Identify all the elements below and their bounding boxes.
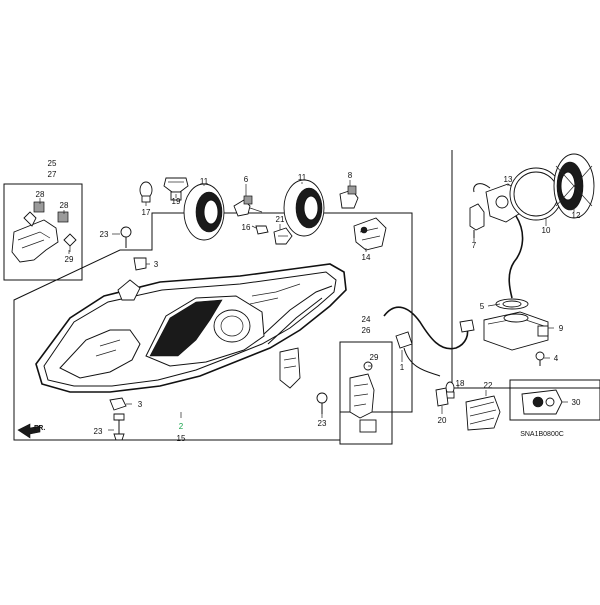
callout-10: 10 — [542, 226, 551, 235]
callout-9: 9 — [559, 324, 564, 333]
callout-27: 27 — [48, 170, 57, 179]
callout-20: 20 — [438, 416, 447, 425]
leveling-motor-14 — [353, 217, 387, 251]
socket-24-26 — [349, 373, 377, 433]
bulb-18 — [445, 381, 455, 399]
callout-16: 16 — [242, 223, 251, 232]
callout-12: 12 — [572, 211, 581, 220]
connector-21 — [273, 227, 293, 245]
callout-23: 23 — [94, 427, 103, 436]
screw-4 — [535, 351, 545, 366]
side-marker-22 — [465, 395, 501, 431]
callout-5: 5 — [480, 302, 485, 311]
bracket-group-box — [3, 183, 83, 281]
marker-socket-30 — [521, 389, 563, 415]
callout-4: 4 — [554, 354, 559, 363]
bulb-6 — [233, 195, 263, 217]
callout-19: 19 — [172, 197, 181, 206]
front-arrow-icon — [17, 423, 41, 439]
callout-8: 8 — [348, 171, 353, 180]
callout-21: 21 — [276, 215, 285, 224]
callout-3: 3 — [154, 260, 159, 269]
callout-23: 23 — [318, 419, 327, 428]
hid-bulb-7 — [469, 203, 485, 238]
front-label: FR. — [34, 425, 45, 432]
diagram-code: SNA1B0800C — [520, 431, 564, 438]
dust-cover-11-right — [283, 179, 325, 237]
callout-29: 29 — [370, 353, 379, 362]
callout-3: 3 — [138, 400, 143, 409]
callout-22: 22 — [484, 381, 493, 390]
socket-box — [339, 341, 393, 445]
headlight-housing — [35, 263, 347, 393]
callout-23: 23 — [100, 230, 109, 239]
callout-14: 14 — [362, 253, 371, 262]
clip-16 — [255, 225, 269, 235]
bulb-8 — [339, 185, 359, 209]
bulb-17 — [139, 181, 153, 203]
callout-15: 15 — [177, 434, 186, 443]
seal-ring-5 — [495, 298, 529, 310]
clip-3-bottom — [109, 397, 127, 411]
dust-cover-12 — [553, 153, 595, 219]
callout-17: 17 — [142, 208, 151, 217]
callout-11: 11 — [200, 177, 209, 186]
callout-26: 26 — [362, 326, 371, 335]
wire-harness-1 — [383, 306, 475, 377]
callout-18: 18 — [456, 379, 465, 388]
leader-lines — [39, 180, 575, 431]
screw-23-right — [316, 392, 328, 414]
callout-11: 11 — [298, 173, 307, 182]
callout-24: 24 — [362, 315, 371, 324]
socket-20 — [435, 387, 449, 407]
screw-23-top — [120, 226, 132, 248]
marker-box — [509, 379, 600, 421]
callout-13: 13 — [504, 175, 513, 184]
ballast-unit-9 — [483, 311, 549, 351]
dust-cover-11-left — [183, 183, 225, 241]
bracket-assembly — [11, 201, 77, 263]
callout-29: 29 — [65, 255, 74, 264]
callout-1: 1 — [400, 363, 405, 372]
screw-23-bottom-left — [113, 413, 125, 441]
callout-28: 28 — [36, 190, 45, 199]
callout-30: 30 — [572, 398, 581, 407]
callout-6: 6 — [244, 175, 249, 184]
callout-28: 28 — [60, 201, 69, 210]
callout-7: 7 — [472, 241, 477, 250]
callout-25: 25 — [48, 159, 57, 168]
clip-3-top — [133, 257, 147, 271]
callout-2-highlighted: 2 — [179, 422, 184, 431]
